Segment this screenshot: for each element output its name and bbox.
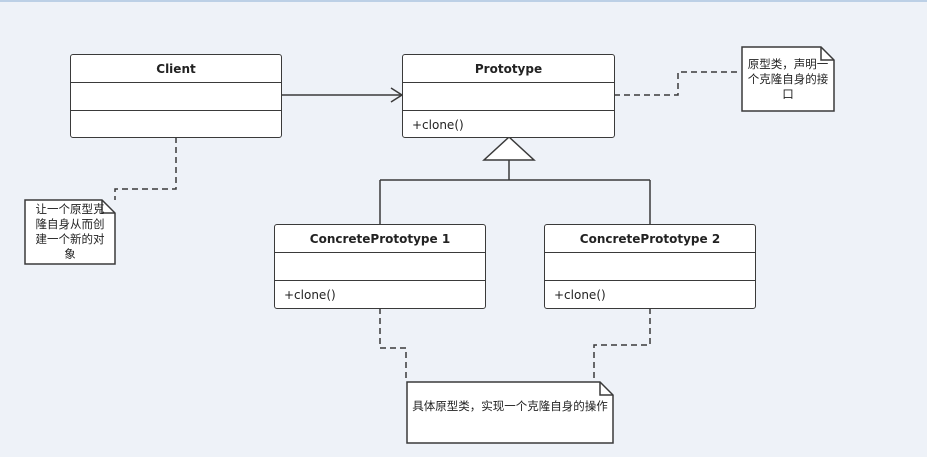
class-concrete1-attributes bbox=[275, 253, 485, 281]
generalization-triangle bbox=[482, 135, 536, 161]
class-prototype-attributes bbox=[403, 83, 614, 111]
note-prototype-text: 原型类，声明一个克隆自身的接口 bbox=[747, 57, 829, 101]
note-concrete[interactable]: 具体原型类，实现一个克隆自身的操作 bbox=[406, 381, 614, 444]
class-concrete-prototype-1[interactable]: ConcretePrototype 1 +clone() bbox=[274, 224, 486, 309]
class-prototype-operations: +clone() bbox=[412, 118, 464, 132]
note-link-prototype bbox=[614, 71, 741, 96]
note-concrete-text: 具体原型类，实现一个克隆自身的操作 bbox=[412, 399, 608, 413]
class-client-name: Client bbox=[71, 55, 281, 83]
class-concrete-prototype-2[interactable]: ConcretePrototype 2 +clone() bbox=[544, 224, 756, 309]
class-concrete2-attributes bbox=[545, 253, 755, 281]
class-client-attributes bbox=[71, 83, 281, 111]
class-concrete2-operations: +clone() bbox=[554, 288, 606, 302]
class-client[interactable]: Client bbox=[70, 54, 282, 138]
note-link-concrete2 bbox=[593, 308, 651, 382]
note-shape bbox=[406, 381, 614, 444]
class-prototype[interactable]: Prototype +clone() bbox=[402, 54, 615, 138]
class-prototype-name: Prototype bbox=[403, 55, 614, 83]
top-border bbox=[0, 0, 927, 2]
note-client[interactable]: 让一个原型克隆自身从而创建一个新的对象 bbox=[24, 199, 116, 265]
note-link-client bbox=[114, 137, 177, 200]
class-concrete2-name: ConcretePrototype 2 bbox=[545, 225, 755, 253]
class-client-operations bbox=[71, 111, 281, 139]
note-prototype[interactable]: 原型类，声明一个克隆自身的接口 bbox=[741, 46, 835, 112]
class-concrete1-name: ConcretePrototype 1 bbox=[275, 225, 485, 253]
note-client-text: 让一个原型克隆自身从而创建一个新的对象 bbox=[35, 202, 105, 261]
note-shape bbox=[24, 199, 116, 265]
class-concrete1-operations: +clone() bbox=[284, 288, 336, 302]
note-shape bbox=[741, 46, 835, 112]
note-link-concrete1 bbox=[379, 308, 407, 382]
